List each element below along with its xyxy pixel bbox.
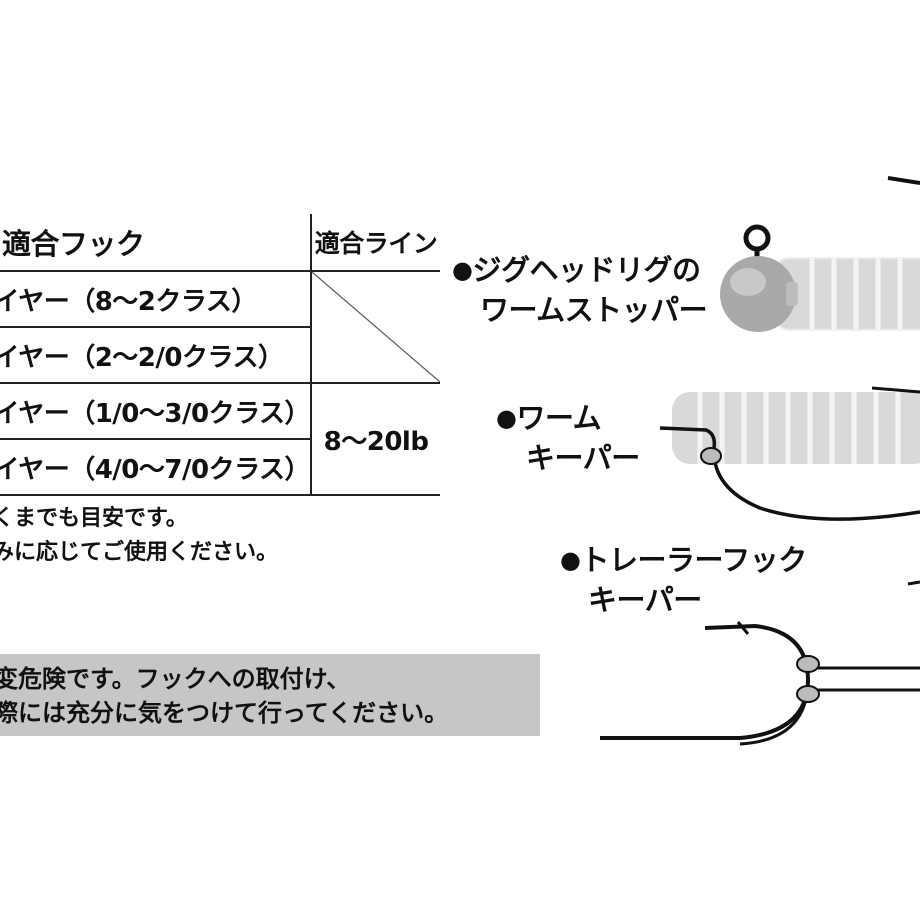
line-cell-empty <box>310 271 441 383</box>
trailer-keeper-bead-bottom <box>796 685 820 703</box>
table-row: ワイヤー（4/0～7/0クラス） <box>0 438 440 496</box>
jighead-illustration <box>720 224 920 332</box>
bullet-icon: ● <box>560 546 581 574</box>
jig-head-highlight <box>730 268 766 296</box>
diagonal-slash <box>312 272 441 382</box>
label-jighead: ●ジグヘッドリグの ワームストッパー <box>452 253 708 327</box>
table-row: ワイヤー（8～2クラス） <box>0 271 441 383</box>
trailer-hook-barb <box>736 621 750 635</box>
header-hook: 適合フック <box>0 214 312 272</box>
worm-keeper-illustration <box>659 386 920 521</box>
bullet-icon: ● <box>496 404 517 432</box>
trailer-hook-upper <box>600 623 811 740</box>
jig-eyelet <box>743 224 771 252</box>
hook-tip-fragment <box>887 176 920 185</box>
main-hook-shank <box>808 666 920 692</box>
warning-box: 変危険です。フックへの取付け、 際には充分に気をつけて行ってください。 <box>0 654 540 736</box>
hook-point-fragment <box>871 386 920 394</box>
worm-ribs <box>697 392 901 464</box>
hook-cell: ワイヤー（2～2/0クラス） <box>0 326 312 383</box>
worm-keeper-bead <box>700 447 722 465</box>
trailer-keeper-bead-top <box>796 655 820 673</box>
header-line: 適合ライン <box>310 214 441 272</box>
warning-line: 際には充分に気をつけて行ってください。 <box>0 699 449 727</box>
worm-body <box>672 392 920 464</box>
line-cell: 8～20lb <box>310 382 441 495</box>
jig-worm-ribs <box>809 258 903 330</box>
compatibility-table: 適合フック 適合ライン ワイヤー（8～2クラス） ワイヤー（2～2/0クラス） … <box>0 214 441 497</box>
table-row: ワイヤー（2～2/0クラス） <box>0 326 440 383</box>
usage-notes: くまでも目安です。 みに応じてご使用ください。 <box>0 502 278 570</box>
jig-head <box>720 256 796 332</box>
note-line: くまでも目安です。 <box>0 506 188 531</box>
bullet-icon: ● <box>452 256 473 284</box>
label-trailer-keeper: ●トレーラーフック キーパー <box>560 543 807 617</box>
warning-line: 変危険です。フックへの取付け、 <box>0 665 351 693</box>
trailer-keeper-illustration <box>600 580 920 746</box>
hook-cell: ワイヤー（1/0～3/0クラス） <box>0 382 312 439</box>
hook-cell: ワイヤー（8～2クラス） <box>0 286 257 317</box>
hook-cell: ワイヤー（4/0～7/0クラス） <box>0 438 312 496</box>
label-worm-keeper: ●ワーム キーパー <box>496 401 640 475</box>
note-line: みに応じてご使用ください。 <box>0 540 279 565</box>
table-header-row: 適合フック 適合ライン <box>0 214 441 272</box>
table-row: ワイヤー（1/0～3/0クラス） 8～20lb <box>0 382 441 495</box>
offset-hook-shank <box>659 426 920 521</box>
trailer-hook-fragment <box>907 580 920 586</box>
jig-collar <box>786 282 798 306</box>
